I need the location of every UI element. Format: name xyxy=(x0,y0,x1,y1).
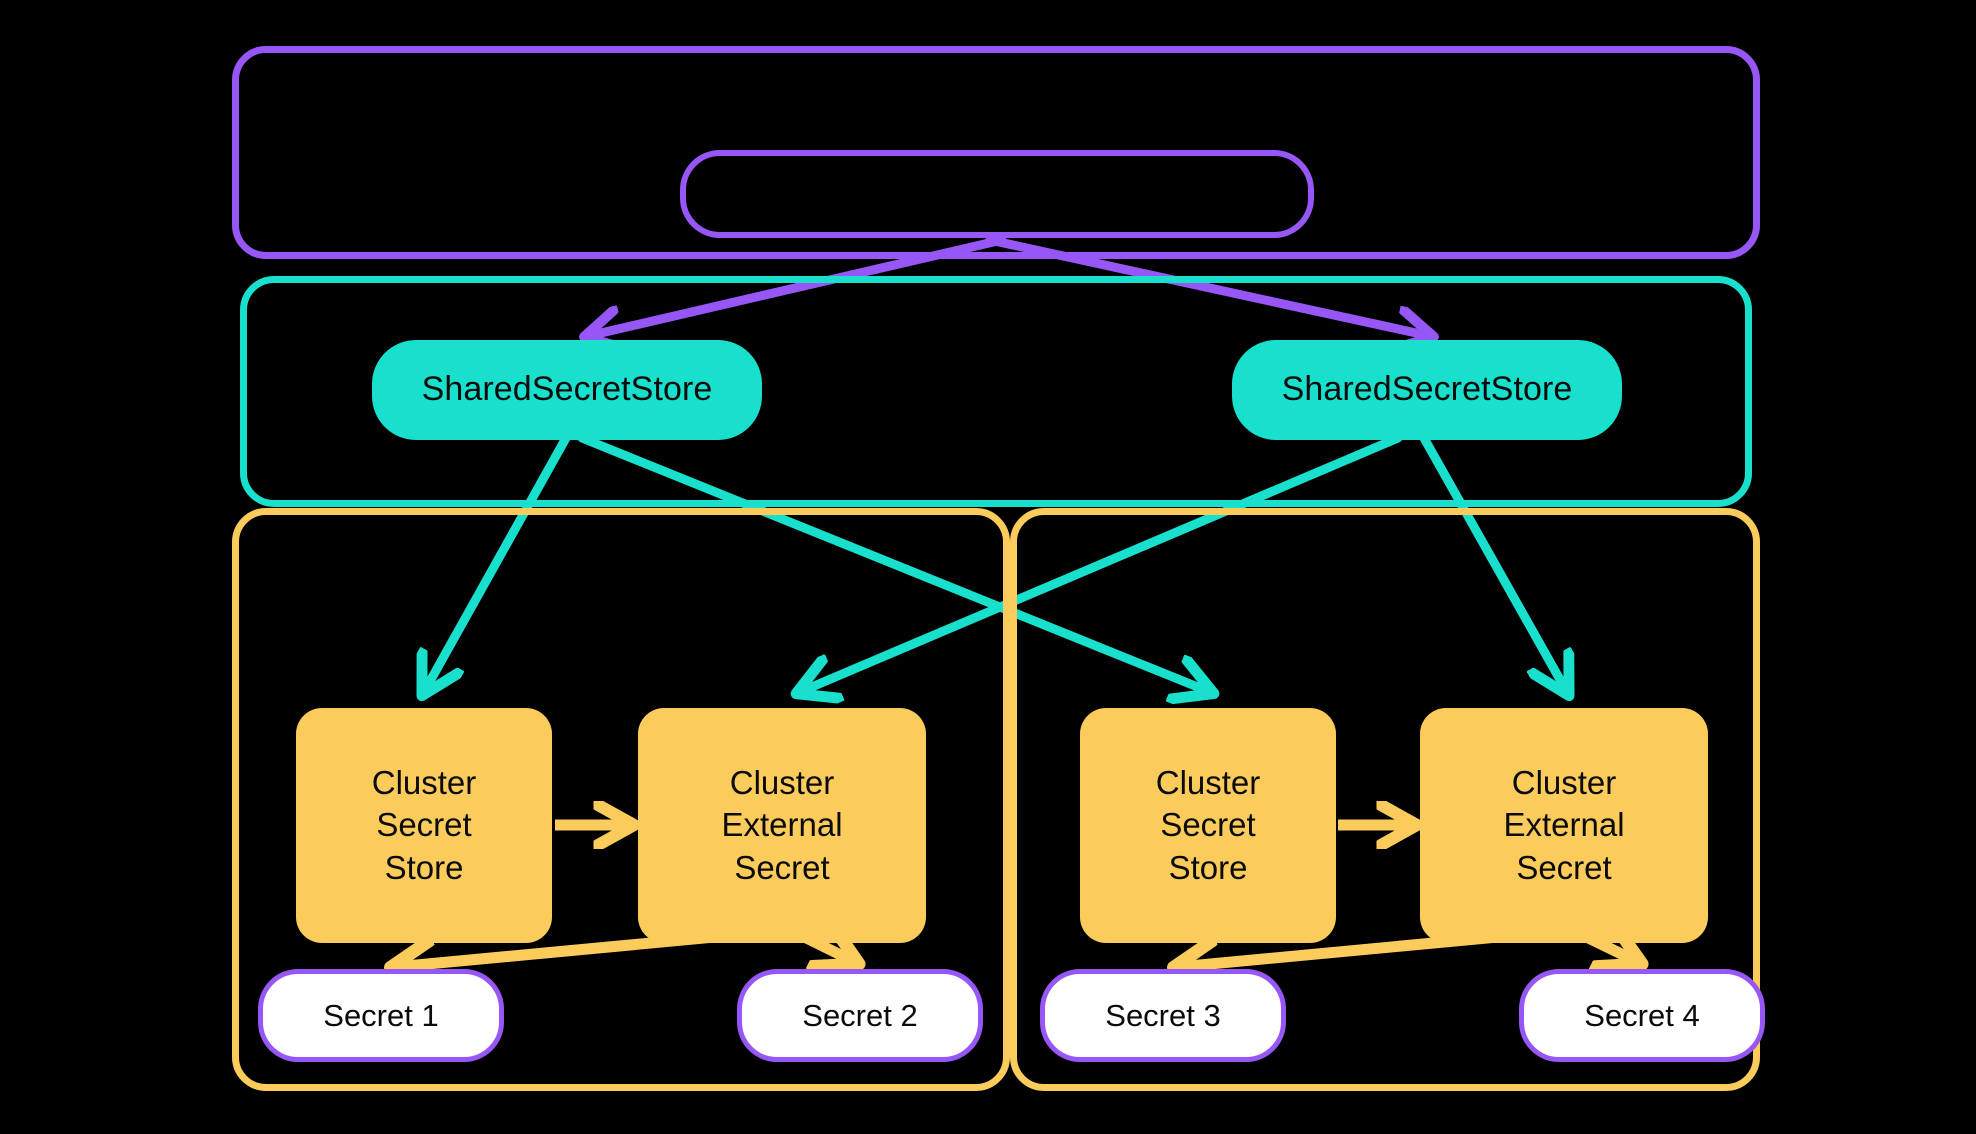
node-label: SharedSecretStore xyxy=(1281,370,1573,409)
node-label-line-3: Store xyxy=(384,848,464,886)
node-label-line-3: Secret xyxy=(734,848,830,886)
node-label-lines: Cluster External Secret xyxy=(721,762,842,889)
node-label-line-3: Secret xyxy=(1516,848,1612,886)
node-cluster-secret-store-right[interactable]: Cluster Secret Store xyxy=(1080,708,1336,943)
node-secret-3[interactable]: Secret 3 xyxy=(1040,969,1286,1062)
node-label-line-1: Cluster xyxy=(371,764,477,802)
node-secret-1[interactable]: Secret 1 xyxy=(258,969,504,1062)
node-cluster-external-secret-left[interactable]: Cluster External Secret xyxy=(638,708,926,943)
node-label-line-1: Cluster xyxy=(729,764,835,802)
node-cluster-external-secret-right[interactable]: Cluster External Secret xyxy=(1420,708,1708,943)
node-label: Secret 4 xyxy=(1584,997,1700,1033)
node-secret-4[interactable]: Secret 4 xyxy=(1519,969,1765,1062)
node-label-line-1: Cluster xyxy=(1511,764,1617,802)
node-label: Secret 2 xyxy=(802,997,918,1033)
controller-pill[interactable] xyxy=(680,150,1314,238)
node-label: Secret 1 xyxy=(323,997,439,1033)
node-label-lines: Cluster Secret Store xyxy=(372,762,477,889)
node-label-lines: Cluster Secret Store xyxy=(1156,762,1261,889)
node-cluster-secret-store-left[interactable]: Cluster Secret Store xyxy=(296,708,552,943)
node-shared-secret-store-left[interactable]: SharedSecretStore xyxy=(372,340,762,440)
node-label-lines: Cluster External Secret xyxy=(1503,762,1624,889)
node-shared-secret-store-right[interactable]: SharedSecretStore xyxy=(1232,340,1622,440)
node-label-line-1: Cluster xyxy=(1155,764,1261,802)
node-secret-2[interactable]: Secret 2 xyxy=(737,969,983,1062)
node-label: Secret 3 xyxy=(1105,997,1221,1033)
node-label-line-2: Secret xyxy=(376,806,472,844)
node-label-line-2: External xyxy=(721,806,843,844)
node-label-line-2: External xyxy=(1503,806,1625,844)
node-label-line-2: Secret xyxy=(1160,806,1256,844)
node-label: SharedSecretStore xyxy=(421,370,713,409)
node-label-line-3: Store xyxy=(1168,848,1248,886)
